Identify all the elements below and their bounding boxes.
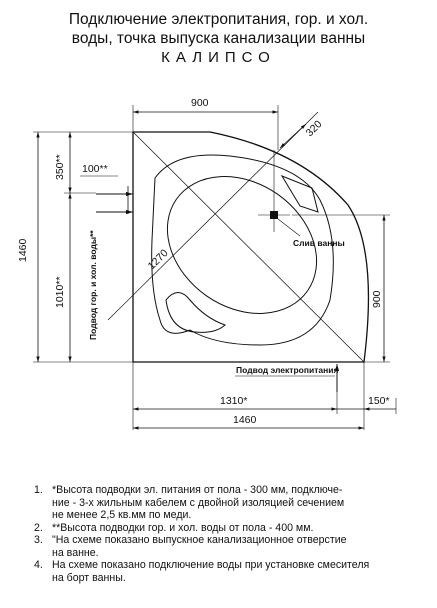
diagonal-line-2: [107, 111, 319, 321]
dim-320: 320: [304, 118, 325, 139]
dim-right-900: 900: [371, 290, 383, 308]
tub-basin: [166, 176, 318, 314]
dim-350: 350**: [54, 154, 66, 180]
dim-top-900: 900: [191, 97, 209, 109]
dim-bottom-150: 150*: [368, 395, 390, 407]
tub-outline: [132, 131, 370, 363]
note-item: 1.*Высота подводки эл. питания от пола -…: [34, 484, 345, 521]
title-line-1: Подключение электропитания, гор. и хол.: [68, 11, 369, 28]
title-model-name: КАЛИПСО: [161, 49, 276, 66]
label-drain: Слив ванны: [293, 238, 345, 248]
diagonal-line-1: [132, 131, 365, 363]
note-item: 4.На схеме показано подключение воды при…: [34, 559, 370, 584]
dim-total-width-1460: 1460: [233, 414, 257, 426]
notes-list: 1.*Высота подводки эл. питания от пола -…: [34, 484, 424, 584]
label-water-supply: Подвод гор. и хол. воды**: [88, 230, 98, 340]
dim-total-height-1460: 1460: [17, 238, 29, 262]
note-item: 3."На схеме показано выпускное канализац…: [34, 534, 347, 559]
tub-headrest: [165, 292, 226, 333]
dim-1010: 1010**: [54, 276, 66, 308]
dim-diagonal-1270: 1270: [146, 247, 171, 272]
label-power-supply: Подвод электропитания: [236, 365, 338, 375]
faucet-rim: [280, 174, 319, 213]
dim-bottom-1310: 1310*: [220, 395, 247, 407]
dim-100: 100**: [82, 163, 108, 175]
title-line-2: воды, точка выпуска канализации ванны: [71, 30, 366, 47]
tub-inner-rim: [151, 154, 334, 346]
note-item: 2.**Высота подводки гор. и хол. воды от …: [34, 521, 314, 534]
